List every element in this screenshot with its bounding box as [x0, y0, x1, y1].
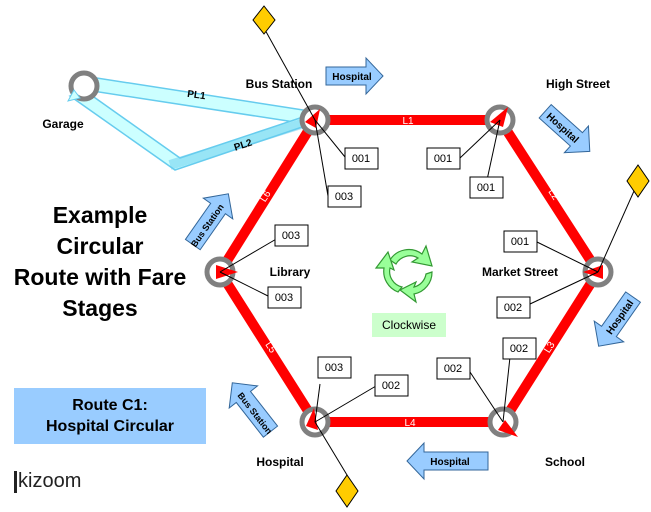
link-l3[interactable]	[498, 267, 603, 427]
stop-label-garage: Garage	[42, 117, 84, 131]
direction-arrow-bottom-label: Hospital	[430, 457, 470, 468]
route-name-line-1: Route C1:	[72, 397, 148, 414]
link-l6[interactable]	[215, 115, 320, 277]
direction-arrow-top[interactable]: Hospital	[325, 56, 384, 96]
feeder-links	[68, 75, 317, 171]
link-label-l4: L4	[404, 418, 416, 429]
fare-box-market-street-2: 002	[504, 302, 522, 314]
stop-label-library: Library	[270, 265, 311, 279]
stop-pointers	[216, 107, 603, 437]
kizoom-logo: kizoom	[13, 470, 81, 493]
title-line-4: Stages	[62, 295, 138, 321]
link-l2[interactable]	[495, 115, 603, 277]
fare-box-school-2: 002	[510, 343, 528, 355]
link-l5[interactable]	[215, 267, 320, 427]
stop-label-high-street: High Street	[546, 77, 610, 91]
fare-box-hospital-2: 002	[382, 380, 400, 392]
route-name-box: Route C1: Hospital Circular	[14, 388, 206, 444]
route-ring	[215, 115, 603, 427]
stop-garage[interactable]	[68, 70, 100, 102]
garage-link-tab	[67, 89, 81, 102]
link-label-l1: L1	[402, 116, 414, 127]
diamond-icon	[626, 164, 650, 198]
fare-box-bus-station-2: 003	[335, 191, 353, 203]
diamond-icon	[335, 474, 359, 508]
link-label-pl1: PL1	[186, 89, 206, 103]
logo-bar	[14, 471, 17, 493]
title-line-3: Route with Fare	[13, 264, 187, 290]
clockwise-box	[372, 313, 446, 337]
title-line-2: Circular	[56, 233, 144, 259]
stops	[68, 70, 614, 438]
fare-box-library-2: 003	[275, 292, 293, 304]
direction-arrow-bottom[interactable]: Hospital	[406, 441, 489, 481]
stop-label-hospital: Hospital	[256, 455, 303, 469]
direction-arrow-bottom-left[interactable]: Bus Station	[218, 372, 285, 444]
fare-leaders	[219, 119, 599, 423]
title-line-1: Example	[52, 202, 148, 228]
fare-box-bus-station-1: 001	[352, 153, 370, 165]
direction-arrow-right[interactable]: Hospital	[584, 287, 648, 357]
stop-label-market-street: Market Street	[482, 265, 558, 279]
clockwise-label: Clockwise	[382, 318, 436, 332]
fare-box-market-street-1: 001	[511, 236, 529, 248]
timing-point-markers	[252, 5, 650, 508]
stop-label-school: School	[545, 455, 585, 469]
direction-arrow-top-label: Hospital	[332, 72, 372, 83]
route-name-line-2: Hospital Circular	[45, 418, 175, 435]
stop-label-bus-station: Bus Station	[246, 77, 313, 91]
fare-box-high-street-2: 001	[477, 182, 495, 194]
clockwise-icon	[374, 244, 433, 304]
diagram-title: Example Circular Route with Fare Stages	[0, 200, 200, 324]
diamond-icon	[252, 5, 276, 35]
direction-arrow-top-right[interactable]: Hospital	[533, 98, 602, 165]
fare-box-school-1: 002	[444, 363, 462, 375]
fare-box-high-street-1: 001	[434, 153, 452, 165]
fare-box-library-1: 003	[282, 230, 300, 242]
fare-box-hospital-1: 003	[325, 362, 343, 374]
logo-text: kizoom	[18, 470, 82, 492]
fare-boxes: 001 003 001 001 001 002 002 002 003 002 …	[267, 147, 538, 397]
